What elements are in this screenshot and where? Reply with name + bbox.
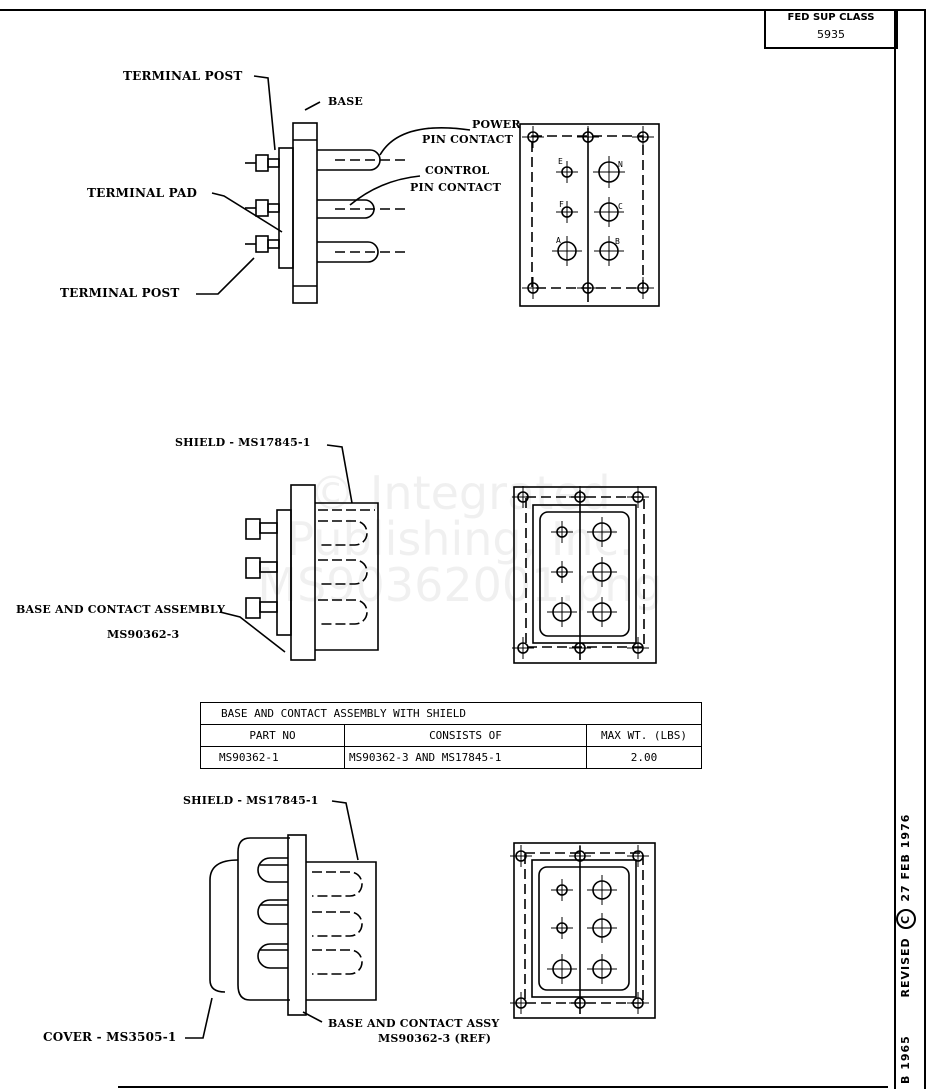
frame-top-line	[0, 9, 924, 11]
label-control-1: CONTROL	[425, 164, 490, 177]
cell-part-no: MS90362-1	[200, 746, 345, 769]
label-terminal-post-bottom: TERMINAL POST	[60, 286, 180, 300]
label-shield: SHIELD - MS17845-1	[175, 436, 311, 449]
label-cover: COVER - MS3505-1	[43, 1030, 177, 1044]
frame-bottom-line	[118, 1086, 888, 1088]
label-assy-fig3: BASE AND CONTACT ASSY	[328, 1017, 500, 1030]
pin-letter: E	[558, 157, 564, 166]
label-base-contact-assembly: BASE AND CONTACT ASSEMBLY	[16, 603, 226, 616]
label-base: BASE	[328, 95, 363, 108]
pin-letter: F	[559, 200, 565, 209]
table-row: MS90362-1 MS90362-3 AND MS17845-1 2.00	[200, 746, 702, 769]
label-control-2: PIN CONTACT	[410, 181, 501, 194]
label-terminal-post-top: TERMINAL POST	[123, 69, 243, 83]
pin-letter: B	[615, 237, 621, 246]
cell-max-wt: 2.00	[586, 746, 702, 769]
label-shield-fig3: SHIELD - MS17845-1	[183, 794, 319, 807]
frame-right-margin	[894, 9, 926, 1089]
figure3-side-view	[185, 800, 377, 1039]
figure2-side-view	[219, 444, 379, 661]
table-title: BASE AND CONTACT ASSEMBLY WITH SHIELD	[200, 702, 702, 725]
pin-letter: A	[556, 236, 562, 245]
fed-sup-class-value: 5935	[817, 28, 845, 41]
parts-table: BASE AND CONTACT ASSEMBLY WITH SHIELD PA…	[200, 702, 702, 769]
col-max-wt: MAX WT. (LBS)	[586, 724, 702, 747]
label-assembly-part: MS90362-3	[107, 628, 180, 641]
fed-sup-class-box: FED SUP CLASS 5935	[764, 9, 898, 49]
pin-letter: N	[618, 160, 624, 169]
label-power-1: POWER	[472, 118, 521, 131]
figure3-end-view	[510, 842, 656, 1019]
figure1-side-view	[196, 75, 471, 304]
figure1-end-view	[519, 123, 660, 307]
pin-letter: C	[618, 202, 624, 211]
col-consists-of: CONSISTS OF	[344, 724, 587, 747]
cell-consists-of: MS90362-3 AND MS17845-1	[344, 746, 587, 769]
label-power-2: PIN CONTACT	[422, 133, 513, 146]
label-assy-ref: MS90362-3 (REF)	[378, 1032, 492, 1045]
table-header-row: PART NO CONSISTS OF MAX WT. (LBS)	[200, 724, 702, 747]
fed-sup-class-label: FED SUP CLASS	[787, 12, 875, 23]
col-part-no: PART NO	[200, 724, 345, 747]
figure2-end-view	[512, 486, 657, 664]
terminal-posts	[255, 154, 280, 253]
label-terminal-pad: TERMINAL PAD	[87, 186, 198, 200]
